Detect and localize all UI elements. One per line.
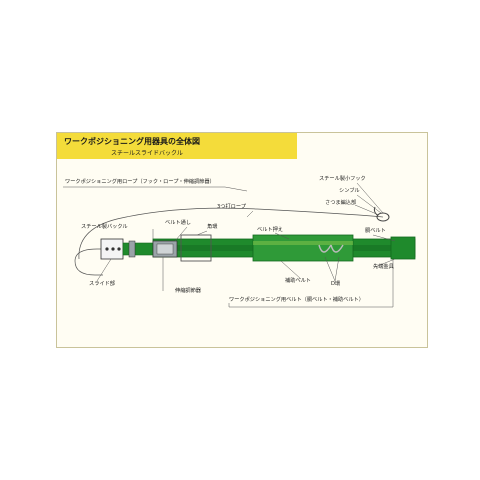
equipment-diagram (63, 182, 416, 308)
d-ring-shape (318, 244, 332, 253)
diagram-title: ワークポジショニング用器具の全体図 (64, 137, 200, 146)
label-tip-fitting: 先端金具 (373, 264, 394, 270)
label-rope: ワークポジショニング用ロープ（フック・ロープ・伸縮調節器） (65, 179, 215, 185)
label-angle-ring: 角環 (207, 224, 218, 230)
label-positioning-belt: ワークポジショニング用ベルト（胴ベルト・補助ベルト） (229, 297, 364, 303)
d-ring-shape-2 (330, 244, 344, 253)
label-steel-hook: スチール製小フック (319, 176, 366, 182)
label-belt-loop: ベルト通し (165, 220, 191, 226)
label-aux-belt: 補助ベルト (285, 278, 311, 284)
label-steel-buckle: スチール製バックル (81, 224, 128, 230)
rope-line (74, 248, 149, 276)
label-waist-belt: 胴ベルト (365, 228, 386, 234)
label-adjuster: 伸縮調節器 (175, 288, 201, 294)
diagram-frame: ワークポジショニング用器具の全体図 スチールスライドバックル (56, 132, 428, 348)
label-three-strand-rope: 3つ打ロープ (217, 204, 246, 210)
title-banner: ワークポジショニング用器具の全体図 スチールスライドバックル (57, 133, 297, 159)
rope-upper (78, 207, 384, 260)
belt-tip-shape (390, 236, 416, 260)
label-splice: さつま編込部 (325, 200, 357, 206)
aux-belt-shape (252, 234, 354, 262)
label-belt-keeper: ベルト押え (257, 227, 283, 233)
label-d-ring: D環 (331, 281, 341, 287)
label-thimble: シンブル (339, 188, 360, 194)
diagram-subtitle: スチールスライドバックル (111, 150, 183, 157)
angle-ring-shape (180, 234, 212, 262)
label-slide: スライド部 (89, 281, 115, 287)
